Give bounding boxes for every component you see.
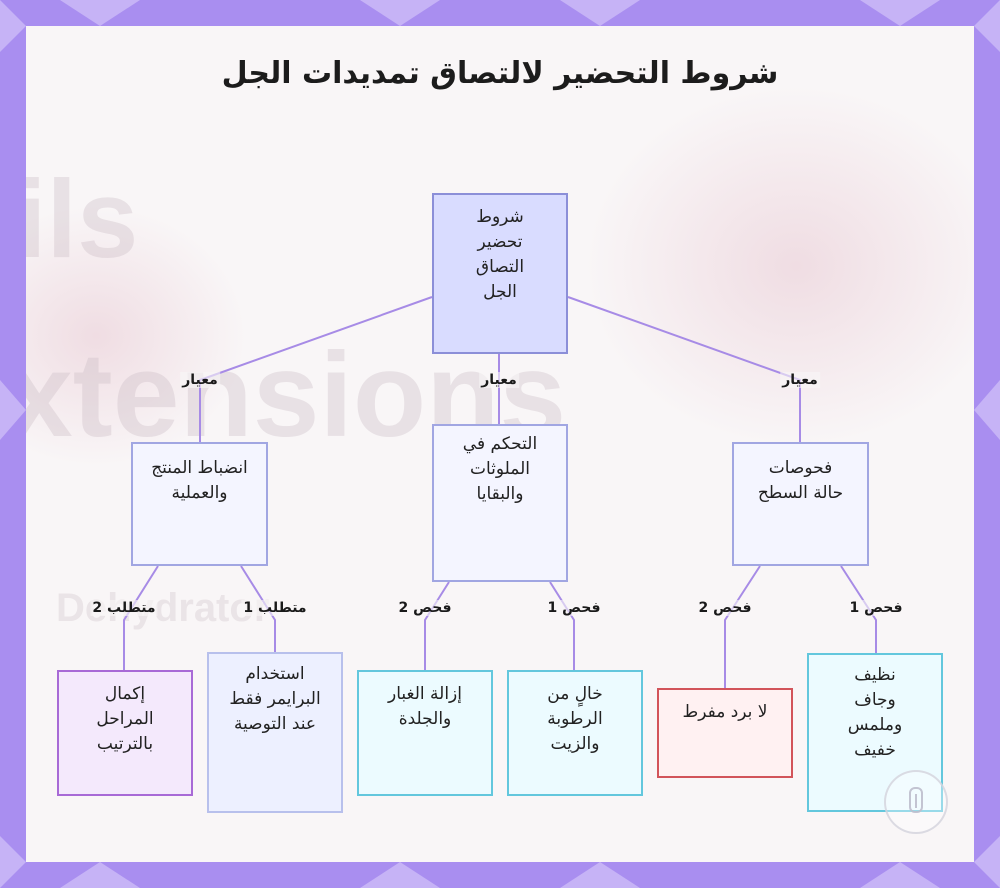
edge-product-steps bbox=[123, 565, 159, 670]
watermark-badge-icon bbox=[884, 770, 948, 834]
edge-surface-clean bbox=[840, 565, 877, 653]
node-no-overbuffing: لا برد مفرط bbox=[657, 688, 793, 778]
node-surface-checks: فحوصات حالة السطح bbox=[732, 442, 869, 566]
edge-label-requirement-2: متطلب 2 bbox=[90, 600, 158, 616]
node-contaminant-control: التحكم في الملوثات والبقايا bbox=[432, 424, 568, 582]
edge-label-check-1-center: فحص 1 bbox=[545, 600, 603, 616]
node-moisture-free: خالٍ من الرطوبة والزيت bbox=[507, 670, 643, 796]
diagram-title: شروط التحضير لالتصاق تمديدات الجل bbox=[221, 56, 779, 91]
edge-surface-overbuff bbox=[724, 565, 761, 688]
edge-contaminant-dust bbox=[424, 581, 450, 670]
edge-label-check-2-center: فحص 2 bbox=[396, 600, 454, 616]
node-root: شروط تحضير التصاق الجل bbox=[432, 193, 568, 354]
edge-label-requirement-1: متطلب 1 bbox=[241, 600, 309, 616]
edge-label-check-2-right: فحص 2 bbox=[696, 600, 754, 616]
node-complete-steps: إكمال المراحل بالترتيب bbox=[57, 670, 193, 796]
edge-product-primer bbox=[240, 565, 276, 652]
edge-contaminant-moisture bbox=[549, 581, 575, 670]
edge-label-criterion-right: معيار bbox=[780, 372, 820, 388]
node-primer-use: استخدام البرايمر فقط عند التوصية bbox=[207, 652, 343, 813]
edge-label-check-1-right: فحص 1 bbox=[847, 600, 905, 616]
edge-root-product bbox=[199, 296, 433, 442]
edge-label-criterion-left: معيار bbox=[180, 372, 220, 388]
node-dust-removal: إزالة الغبار والجلدة bbox=[357, 670, 493, 796]
edge-label-criterion-center: معيار bbox=[479, 372, 519, 388]
node-product-control: انضباط المنتج والعملية bbox=[131, 442, 268, 566]
edge-root-surface bbox=[567, 296, 801, 442]
